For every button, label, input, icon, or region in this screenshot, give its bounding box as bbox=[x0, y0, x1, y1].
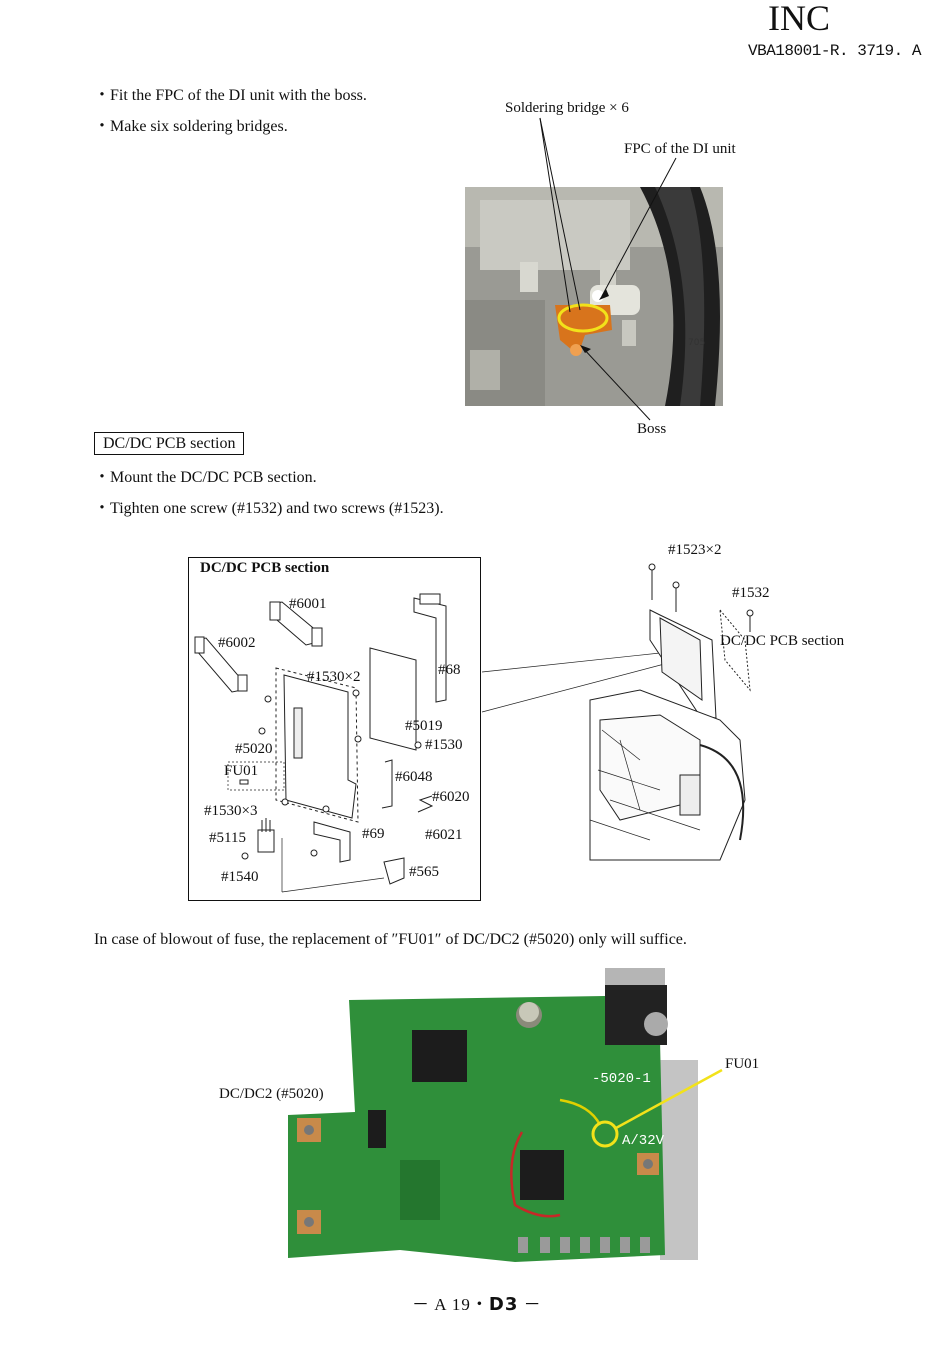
part-6048: #6048 bbox=[395, 769, 433, 785]
callout-soldering-bridge: Soldering bridge × 6 bbox=[505, 100, 629, 116]
pcb-silk-5020: -5020-1 bbox=[592, 1071, 651, 1087]
label-1523x2: #1523×2 bbox=[668, 542, 722, 558]
part-6021: #6021 bbox=[425, 827, 463, 843]
part-6001: #6001 bbox=[289, 596, 327, 612]
step-tighten-screws: ・Tighten one screw (#1532) and two screw… bbox=[94, 500, 444, 517]
part-5020: #5020 bbox=[235, 741, 273, 757]
callout-fpc-di-unit: FPC of the DI unit bbox=[624, 141, 736, 157]
svg-text:705: 705 bbox=[688, 338, 705, 348]
part-68: #68 bbox=[438, 662, 461, 678]
part-69: #69 bbox=[362, 826, 385, 842]
footer-model: D3 bbox=[488, 1294, 519, 1315]
part-6020: #6020 bbox=[432, 789, 470, 805]
label-fu01: FU01 bbox=[725, 1056, 760, 1072]
step-mount-dcdc: ・Mount the DC/DC PCB section. bbox=[94, 469, 317, 486]
part-6002: #6002 bbox=[218, 635, 256, 651]
part-5115: #5115 bbox=[209, 830, 246, 846]
label-1532: #1532 bbox=[732, 585, 770, 601]
part-fu01: FU01 bbox=[224, 763, 259, 779]
part-1530: #1530 bbox=[425, 737, 463, 753]
label-dcdc-pcb-section: DC/DC PCB section bbox=[720, 633, 845, 649]
pcb-silk-rating: A/32V bbox=[622, 1133, 665, 1149]
dcdc-section-heading: DC/DC PCB section bbox=[94, 432, 245, 455]
part-565: #565 bbox=[409, 864, 439, 880]
label-dcdc2-5020: DC/DC2 (#5020) bbox=[219, 1086, 324, 1102]
callout-boss: Boss bbox=[637, 421, 667, 437]
brand-name: INC bbox=[768, 0, 830, 38]
fuse-replacement-note: In case of blowout of fuse, the replacem… bbox=[94, 931, 687, 948]
step-soldering-bridges: ・Make six soldering bridges. bbox=[94, 118, 288, 135]
part-1530x3: #1530×3 bbox=[204, 803, 258, 819]
footer-suffix: － bbox=[518, 1295, 542, 1314]
exploded-diagram-frame bbox=[188, 557, 481, 901]
page-footer: － A 19・D3 － bbox=[412, 1290, 542, 1315]
step-fit-fpc: ・Fit the FPC of the DI unit with the bos… bbox=[94, 87, 367, 104]
part-1540: #1540 bbox=[221, 869, 259, 885]
diagram-title: DC/DC PCB section bbox=[200, 560, 330, 576]
document-number: VBA18001-R. 3719. A bbox=[748, 42, 921, 60]
footer-page-number: － A 19・ bbox=[412, 1295, 489, 1314]
part-5019: #5019 bbox=[405, 718, 443, 734]
part-1530x2: #1530×2 bbox=[307, 669, 361, 685]
